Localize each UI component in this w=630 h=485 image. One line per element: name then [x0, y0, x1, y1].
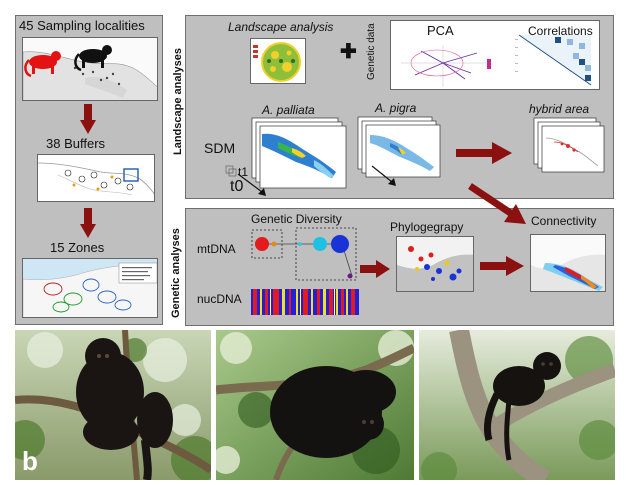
photo-panel-letter: b	[22, 446, 38, 476]
pigra-sdm-stack	[357, 116, 441, 178]
buffers-label: 38 Buffers	[46, 136, 106, 151]
plus-icon: ✚	[340, 41, 357, 63]
t0-label: t0	[230, 178, 244, 195]
pca-panel	[390, 20, 600, 90]
mtdna-label: mtDNA	[197, 242, 236, 256]
connectivity-map	[530, 234, 606, 292]
black-monkey-icon	[74, 45, 112, 72]
monkey-photo-1	[15, 330, 211, 480]
buffers-map	[37, 154, 155, 202]
genetic-diversity-label: Genetic Diversity	[251, 212, 342, 226]
nucdna-barcode	[251, 289, 359, 315]
connectivity-label: Connectivity	[531, 214, 597, 228]
red-monkey-icon	[24, 51, 61, 78]
palliata-sdm-stack	[251, 117, 347, 189]
landscape-section-label: Landscape analyses	[172, 47, 184, 155]
nucdna-label: nucDNA	[197, 292, 242, 306]
genetic-section-label: Genetic analyses	[170, 228, 182, 318]
sampling-map	[22, 37, 158, 101]
pca-label: PCA	[427, 23, 454, 38]
time-axis	[225, 165, 266, 196]
arrow-phylo-to-connectivity	[480, 256, 524, 276]
a-pigra-label: A. pigra	[375, 101, 417, 115]
arrow-to-phylogeography	[360, 260, 390, 278]
correlations-label: Correlations	[528, 24, 593, 38]
a-palliata-label: A. palliata	[262, 103, 315, 117]
arrow-down-2	[80, 208, 96, 238]
zones-map	[22, 258, 158, 318]
landscape-map	[250, 38, 306, 84]
t1-label: t1	[238, 165, 249, 179]
monkey-photo-3	[419, 330, 615, 480]
sdm-label: SDM	[204, 140, 236, 156]
haplotype-network	[251, 227, 357, 281]
genetic-data-label: Genetic data	[366, 23, 377, 80]
hybrid-area-stack	[533, 117, 605, 173]
phylogeography-map	[396, 236, 474, 292]
landscape-analysis-label: Landscape analysis	[228, 20, 334, 34]
monkey-photo-2	[216, 330, 414, 480]
arrow-down-1	[80, 104, 96, 134]
arrow-to-connectivity	[468, 183, 526, 224]
zones-label: 15 Zones	[50, 240, 105, 255]
phylogeography-label: Phylogegrapy	[390, 220, 464, 234]
sampling-localities-title: 45 Sampling localities	[19, 18, 145, 33]
pigra-time-arrow	[371, 165, 396, 186]
hybrid-area-label: hybrid area	[529, 102, 590, 116]
arrow-to-hybrid	[456, 142, 512, 164]
